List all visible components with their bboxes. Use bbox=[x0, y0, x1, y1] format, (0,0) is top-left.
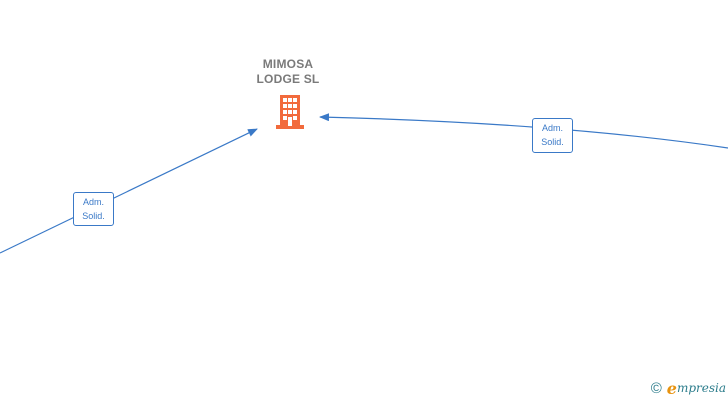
relation-type: Solid. bbox=[82, 211, 105, 221]
relation-label-right[interactable]: Adm. Solid. bbox=[532, 118, 573, 153]
relation-role: Adm. bbox=[541, 123, 563, 133]
copyright-icon: © bbox=[650, 379, 662, 397]
company-name-line2: LODGE SL bbox=[256, 72, 320, 86]
brand-logo-text: mpresia bbox=[676, 381, 726, 395]
company-name-line1: MIMOSA bbox=[262, 57, 314, 71]
relation-type: Solid. bbox=[541, 137, 564, 147]
brand-logo-initial: e bbox=[666, 378, 677, 398]
building-icon[interactable] bbox=[276, 95, 304, 129]
brand-footer[interactable]: © e mpresia bbox=[651, 378, 726, 398]
company-name[interactable]: MIMOSA LODGE SL bbox=[238, 57, 338, 87]
edge-left-to-company bbox=[0, 128, 258, 254]
relation-role: Adm. bbox=[82, 197, 104, 207]
edge-right-to-company bbox=[319, 113, 728, 149]
relation-label-left[interactable]: Adm. Solid. bbox=[73, 192, 114, 226]
